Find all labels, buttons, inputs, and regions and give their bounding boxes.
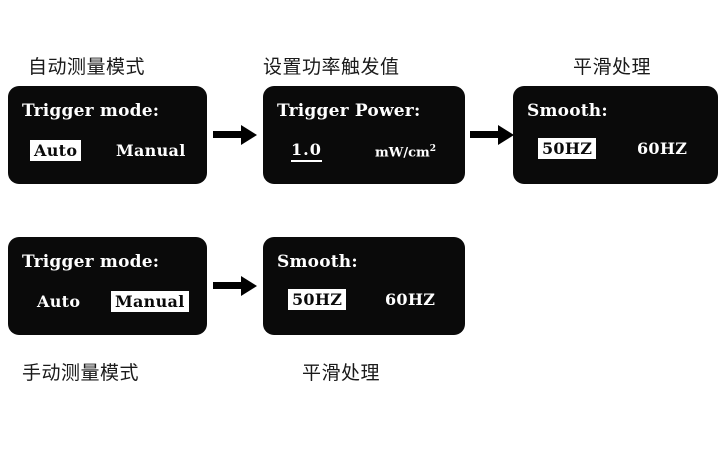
- arrow-shaft: [213, 131, 243, 138]
- option-60hz[interactable]: 60HZ: [385, 290, 436, 309]
- option-60hz[interactable]: 60HZ: [637, 139, 688, 158]
- screen-title: Trigger mode:: [22, 101, 160, 121]
- option-auto[interactable]: Auto: [37, 292, 81, 311]
- unit-text: mW/cm: [375, 145, 430, 161]
- screen-smooth-bottom: Smooth: 50HZ 60HZ: [263, 237, 465, 335]
- caption-auto-mode: 自动测量模式: [28, 56, 146, 78]
- unit-exponent: 2: [429, 144, 437, 154]
- screen-title: Smooth:: [277, 252, 358, 272]
- arrow-head-icon: [241, 125, 257, 145]
- caption-manual-mode: 手动测量模式: [22, 362, 140, 384]
- screen-title: Trigger mode:: [22, 252, 160, 272]
- option-manual[interactable]: Manual: [116, 141, 186, 160]
- arrow-shaft: [213, 282, 243, 289]
- caption-smooth-bottom: 平滑处理: [302, 362, 381, 384]
- caption-set-power-trigger: 设置功率触发值: [263, 56, 400, 78]
- arrow-head-icon: [241, 276, 257, 296]
- screen-trigger-power: Trigger Power: 1.0 mW/cm2: [263, 86, 465, 184]
- arrow-manual-to-smooth: [213, 276, 259, 296]
- screen-title: Smooth:: [527, 101, 608, 121]
- arrow-head-icon: [498, 125, 514, 145]
- screen-smooth-top: Smooth: 50HZ 60HZ: [513, 86, 718, 184]
- trigger-power-unit: mW/cm2: [375, 144, 436, 160]
- option-auto[interactable]: Auto: [30, 140, 82, 161]
- trigger-power-value[interactable]: 1.0: [291, 140, 322, 162]
- arrow-power-to-smooth: [470, 125, 516, 145]
- screen-title: Trigger Power:: [277, 101, 421, 121]
- arrow-shaft: [470, 131, 500, 138]
- screen-trigger-mode-auto: Trigger mode: Auto Manual: [8, 86, 207, 184]
- caption-smooth-top: 平滑处理: [573, 56, 652, 78]
- option-manual[interactable]: Manual: [111, 291, 189, 312]
- screen-trigger-mode-manual: Trigger mode: Auto Manual: [8, 237, 207, 335]
- option-50hz[interactable]: 50HZ: [288, 289, 347, 310]
- option-50hz[interactable]: 50HZ: [538, 138, 597, 159]
- arrow-auto-to-power: [213, 125, 259, 145]
